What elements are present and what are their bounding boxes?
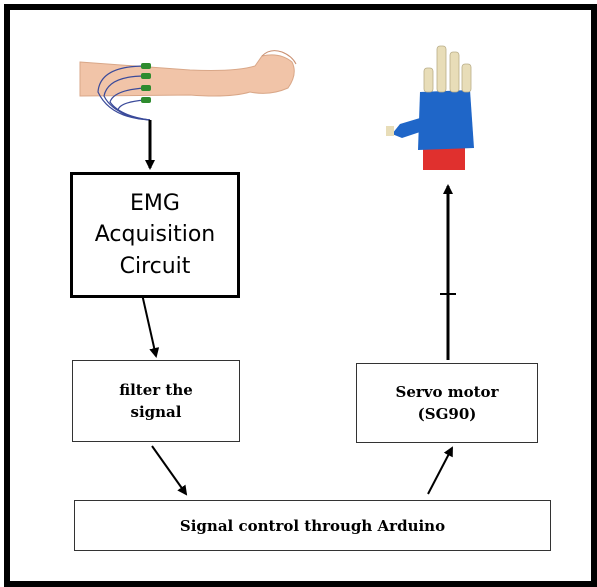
arduino-control-block: Signal control through Arduino <box>74 500 551 551</box>
arrow-emg-to-filter <box>141 293 160 358</box>
arrow-arduino-to-servo <box>427 446 453 495</box>
emg-label-line2: Acquisition <box>94 222 216 248</box>
filter-label-line1: filter the <box>119 380 193 399</box>
robotic-hand <box>386 45 474 170</box>
filter-block: filter the signal <box>72 360 240 442</box>
filter-label-line2: signal <box>130 403 182 421</box>
arrow-filter-to-arduino <box>151 445 188 496</box>
flow-arrows <box>141 120 456 496</box>
emg-acquisition-block: EMG Acquisition Circuit <box>70 172 240 298</box>
servo-label-line2: (SG90) <box>417 405 477 423</box>
servo-label-line1: Servo motor <box>395 382 499 401</box>
arm-illustration <box>79 50 297 121</box>
emg-label-line1: EMG <box>130 191 180 217</box>
servo-motor-block: Servo motor (SG90) <box>356 363 538 443</box>
emg-electrodes <box>141 63 151 103</box>
emg-label-line3: Circuit <box>119 253 191 279</box>
electrode-wires <box>97 65 151 121</box>
arduino-label: Signal control through Arduino <box>179 516 446 535</box>
